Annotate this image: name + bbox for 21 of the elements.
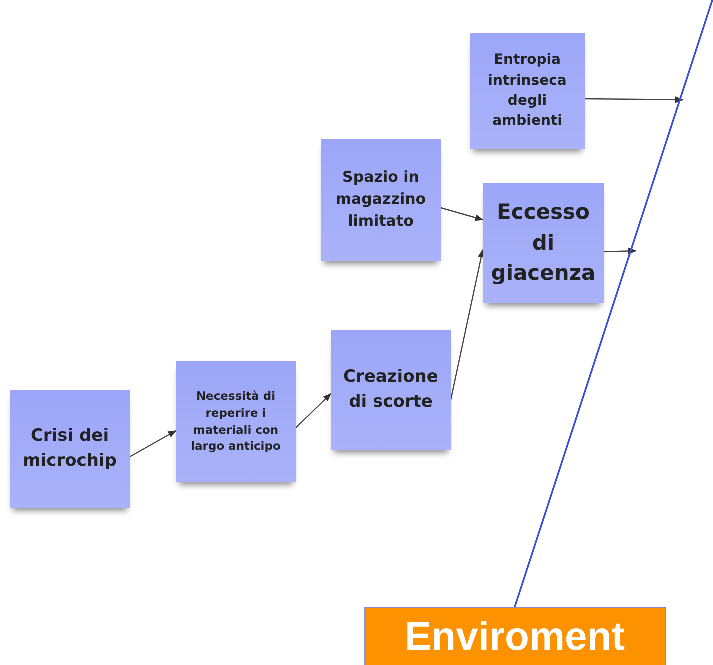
arrow [440,207,484,222]
arrow [296,393,332,428]
arrow [585,96,684,104]
sticky-note [470,33,585,149]
sticky-note [483,183,604,303]
note-text: Entropia intrinseca degli ambienti [487,51,568,132]
arrow [450,249,485,400]
note-text: Spazio in magazzino limitato [334,167,428,232]
note-text: Crisi dei microchip [22,425,118,473]
sticky-note [331,330,451,450]
sticky-note [10,390,130,508]
note-text: Creazione di scorte [342,366,440,414]
fishbone-line [514,0,713,608]
category-label: Enviroment [404,614,626,660]
arrow [604,248,637,255]
sticky-note [176,361,296,482]
arrow [130,430,177,458]
sticky-note [321,139,441,261]
note-text: Eccesso di giacenza [490,199,597,288]
category-label-box [364,607,666,665]
note-text: Necessità di reperire i materiali con largo anticipo [190,388,282,455]
